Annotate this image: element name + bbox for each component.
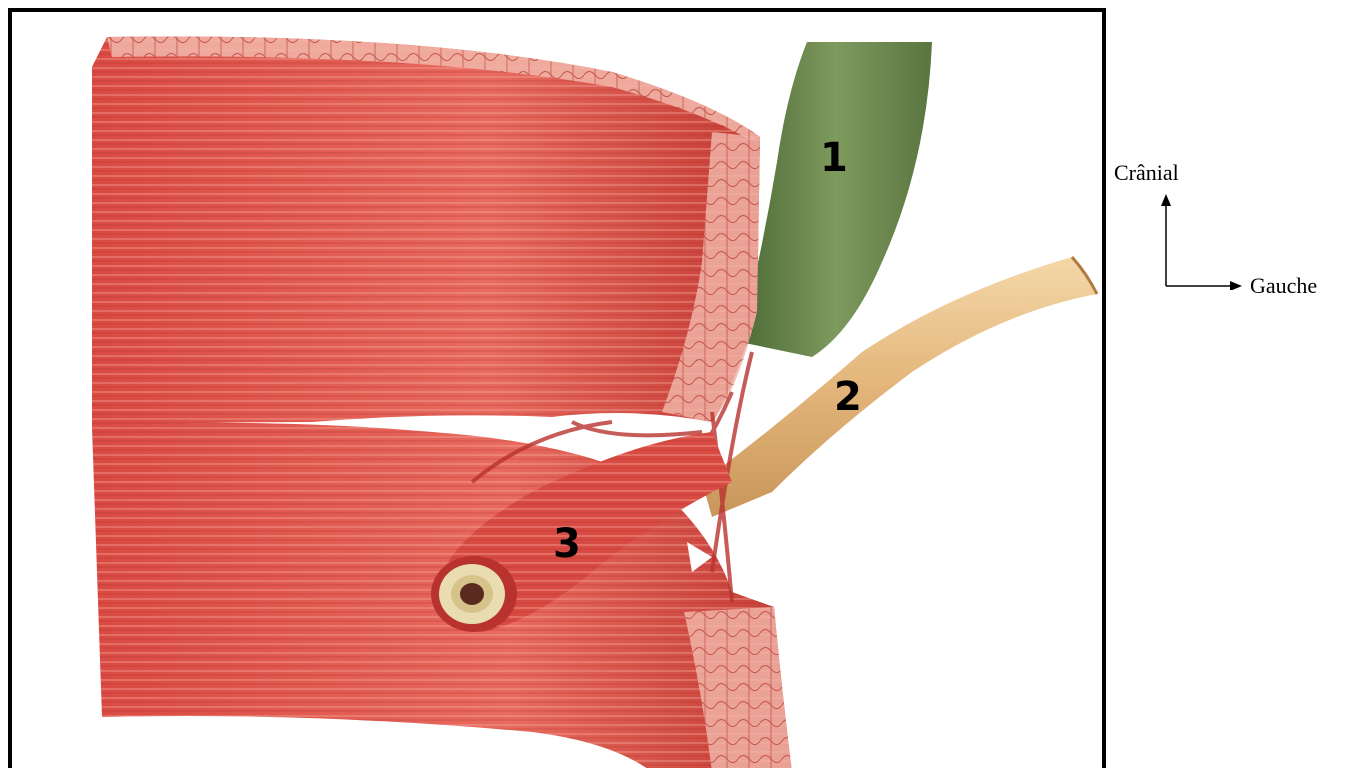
orientation-indicator: Crânial Gauche [1130, 160, 1350, 320]
cranial-label: Crânial [1114, 160, 1179, 186]
anatomical-illustration [12, 12, 1106, 768]
orientation-arrows [1130, 190, 1250, 290]
figure-frame: 1 2 3 [8, 8, 1106, 768]
callout-1: 1 [820, 138, 848, 178]
esophagus-tube [740, 42, 932, 357]
cranial-arrowhead [1161, 194, 1171, 206]
callout-2: 2 [834, 377, 862, 417]
left-label: Gauche [1250, 273, 1317, 299]
callout-3: 3 [553, 524, 581, 564]
left-arrowhead [1230, 281, 1242, 290]
